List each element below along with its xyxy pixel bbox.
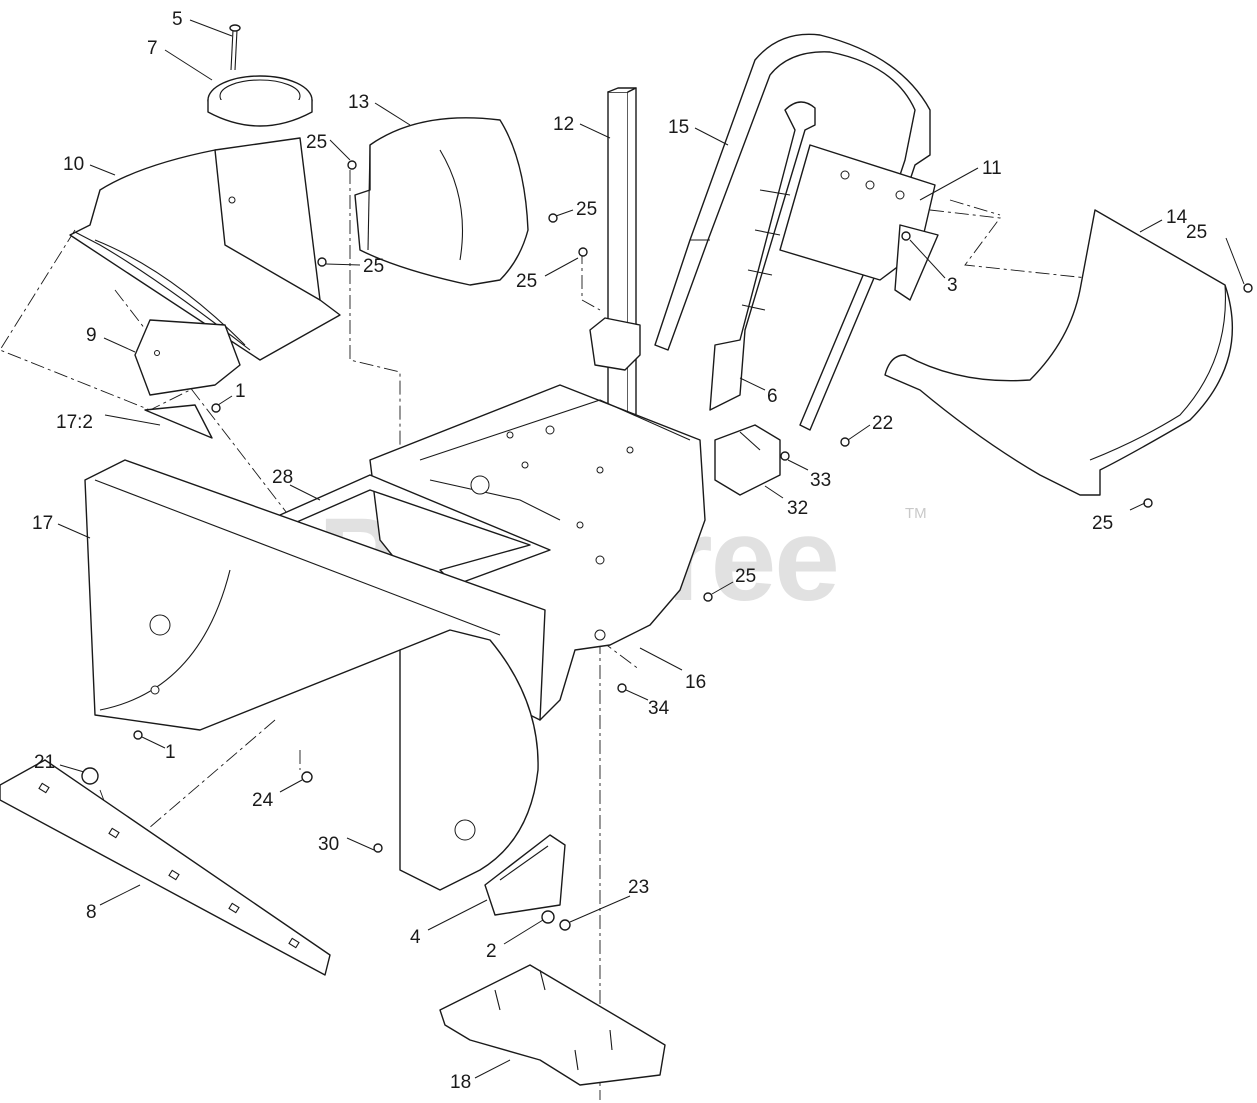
svg-text:6: 6 [767, 386, 778, 407]
callout-9: 9 [86, 325, 136, 353]
part-7-chute-ring [207, 75, 313, 127]
part-12-shaft [589, 87, 641, 421]
callout-3: 3 [909, 239, 958, 296]
callout-17-2: 17:2 [56, 412, 161, 433]
callout-25b: 25 [555, 199, 597, 220]
part-5-screw [229, 24, 241, 71]
part-8-scraper-bar [0, 759, 331, 976]
part-9-deflector [134, 319, 241, 396]
svg-text:3: 3 [947, 275, 958, 296]
callout-2: 2 [486, 919, 544, 962]
fasteners [81, 160, 1253, 931]
callout-8: 8 [86, 884, 141, 923]
callout-21: 21 [34, 752, 85, 773]
svg-text:22: 22 [872, 413, 893, 434]
part-13-belt-cover [354, 117, 529, 286]
part-15-handle [654, 33, 931, 431]
callout-33: 33 [787, 459, 831, 491]
svg-text:13: 13 [348, 92, 369, 113]
svg-text:32: 32 [787, 498, 808, 519]
svg-text:25: 25 [576, 199, 597, 220]
callouts: 5 7 13 12 15 10 25 25 25 25 11 14 25 3 9… [32, 9, 1245, 1093]
callout-18: 18 [450, 1059, 511, 1093]
callout-30: 30 [318, 834, 375, 855]
svg-text:9: 9 [86, 325, 97, 346]
svg-text:17:2: 17:2 [56, 412, 93, 433]
callout-4: 4 [410, 899, 488, 948]
svg-text:34: 34 [648, 698, 670, 719]
callout-25d: 25 [516, 257, 579, 292]
callout-24: 24 [252, 779, 303, 811]
part-14-side-cover [884, 209, 1234, 496]
part-6-rack [709, 101, 816, 411]
callout-16: 16 [639, 647, 706, 693]
svg-text:7: 7 [147, 38, 158, 59]
callout-25f: 25 [1092, 502, 1146, 534]
svg-text:8: 8 [86, 902, 97, 923]
callout-14: 14 [1139, 207, 1188, 233]
callout-5: 5 [172, 9, 233, 37]
svg-text:25: 25 [1092, 513, 1113, 534]
svg-text:25: 25 [1186, 222, 1207, 243]
callout-25g: 25 [711, 566, 756, 595]
callout-25e: 25 [1186, 222, 1245, 285]
callout-28: 28 [272, 467, 321, 501]
callout-1b: 1 [141, 736, 176, 763]
callout-32: 32 [764, 485, 808, 519]
callout-22: 22 [847, 413, 893, 441]
callout-6: 6 [739, 377, 778, 407]
svg-text:21: 21 [34, 752, 55, 773]
callout-10: 10 [63, 154, 116, 176]
callout-17: 17 [32, 513, 91, 539]
svg-text:18: 18 [450, 1072, 471, 1093]
svg-text:1: 1 [235, 381, 246, 402]
svg-text:11: 11 [982, 158, 1002, 179]
part-17-2-plate [144, 404, 213, 439]
part-11-bracket [779, 144, 939, 301]
svg-text:33: 33 [810, 470, 831, 491]
callout-23: 23 [569, 877, 649, 923]
svg-text:16: 16 [685, 672, 706, 693]
part-17-side-plate [399, 629, 539, 891]
callout-7: 7 [147, 38, 213, 81]
svg-text:24: 24 [252, 790, 274, 811]
part-4-skid-shoe [484, 834, 566, 916]
svg-text:10: 10 [63, 154, 84, 175]
part-18-base [439, 964, 666, 1086]
svg-text:15: 15 [668, 117, 689, 138]
svg-text:14: 14 [1166, 207, 1188, 228]
svg-text:28: 28 [272, 467, 293, 488]
callout-34: 34 [625, 689, 670, 719]
svg-text:12: 12 [553, 114, 574, 135]
svg-text:17: 17 [32, 513, 53, 534]
part-28-bracket [279, 474, 551, 586]
svg-text:25: 25 [516, 271, 537, 292]
part-32-bracket [714, 424, 781, 496]
callout-11: 11 [919, 158, 1002, 201]
callout-1a: 1 [217, 381, 246, 406]
svg-text:1: 1 [165, 742, 176, 763]
svg-text:4: 4 [410, 927, 421, 948]
svg-text:2: 2 [486, 941, 497, 962]
svg-text:23: 23 [628, 877, 649, 898]
callout-12: 12 [553, 114, 611, 139]
svg-text:5: 5 [172, 9, 183, 30]
watermark-trademark: TM [905, 505, 927, 522]
svg-text:25: 25 [306, 132, 327, 153]
callout-15: 15 [668, 117, 729, 146]
svg-text:30: 30 [318, 834, 339, 855]
callout-25c: 25 [325, 256, 384, 277]
callout-13: 13 [348, 92, 411, 126]
svg-text:25: 25 [735, 566, 756, 587]
callout-25a: 25 [306, 132, 351, 161]
svg-text:25: 25 [363, 256, 384, 277]
